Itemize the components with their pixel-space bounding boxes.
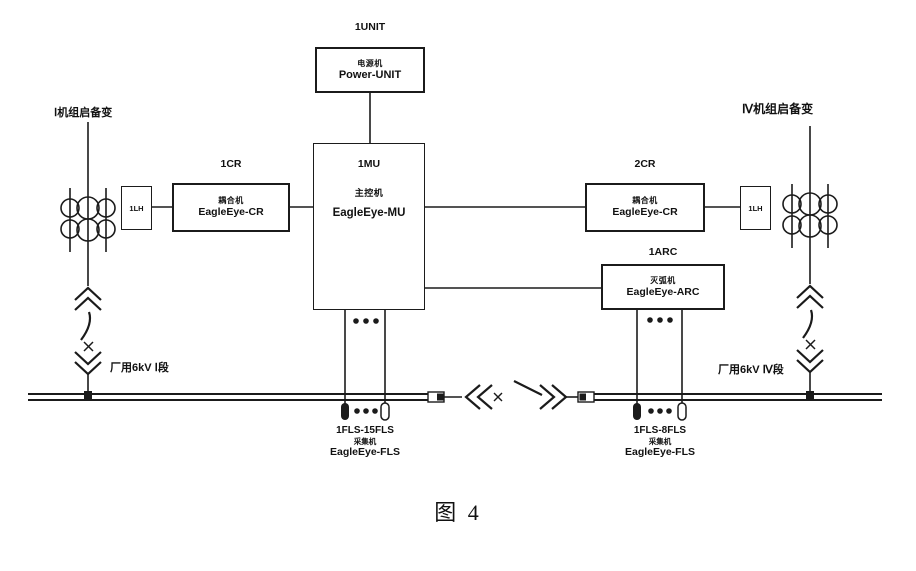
fls-left-range: 1FLS-15FLS [336,425,394,436]
main-unit-name-cn: 主控机 [354,188,384,198]
figure-caption: 图 4 [434,500,482,525]
fls-left-name-cn: 采集机 [353,437,377,446]
left-breaker-symbol [74,286,102,376]
ct-right-box: 1LH [740,186,771,230]
fls-right-bottom-dots [648,408,672,414]
coupler2-name-cn: 耦合机 [632,196,658,205]
fls-left-bottom-dots [354,408,378,414]
fls-right-name-cn: 采集机 [648,437,672,446]
coupler1-box: 耦合机 EagleEye-CR [172,183,290,232]
power-unit-box: 电源机 Power-UNIT [315,47,425,93]
coupler1-tag: 1CR [220,158,242,170]
arc-unit-model: EagleEye-ARC [626,285,700,298]
fls-left-sensor-b [380,402,390,421]
power-unit-model: Power-UNIT [338,68,402,81]
coupler1-name-cn: 耦合机 [218,196,244,205]
arc-unit-tag: 1ARC [648,246,678,258]
fls-right-top-dots [647,317,673,323]
connector-lines [152,93,740,289]
bus-tie-open-blade [513,380,543,396]
left-breaker-x-mark [83,341,94,352]
power-unit-tag: 1UNIT [354,21,386,33]
ct-right-tag: 1LH [748,203,763,213]
fls-right-sensor-b [677,402,687,421]
bus-section-left [28,391,462,403]
fls-right-label: 1FLS-8FLS 采集机 EagleEye-FLS [610,425,710,459]
left-feeder-line [84,122,92,399]
power-unit-name-cn: 电源机 [357,58,383,68]
bus-section-right [566,391,882,403]
fls-left-label: 1FLS-15FLS 采集机 EagleEye-FLS [315,425,415,459]
arc-unit-name-cn: 灭弧机 [650,275,676,285]
fls-left-top-dots [353,318,379,324]
ct-left-tag: 1LH [129,203,144,213]
left-feeder-label: Ⅰ机组启备变 [54,107,113,119]
right-bus-label: 厂用6kV Ⅳ段 [718,364,784,376]
left-bus-label: 厂用6kV Ⅰ段 [110,362,169,374]
right-feeder-label: Ⅳ机组启备变 [742,102,814,116]
coupler2-model: EagleEye-CR [612,206,678,218]
fls-right-model: EagleEye-FLS [624,446,696,458]
coupler2-box: 耦合机 EagleEye-CR [585,183,705,232]
coupler2-tag: 2CR [634,158,656,170]
right-breaker-x-mark [805,339,816,350]
main-unit-tag: 1MU [357,158,381,170]
fls-right-range: 1FLS-8FLS [633,425,687,436]
fls-left-drops [341,310,390,421]
main-unit-box: 1MU 主控机 EagleEye-MU [313,143,425,310]
fls-right-drops [633,310,687,421]
right-breaker-symbol [796,284,824,374]
fls-left-sensor-a [341,403,349,420]
bus-tie-x-mark [493,392,503,402]
coupler1-model: EagleEye-CR [198,206,264,218]
left-ct-group [60,188,116,252]
arc-unit-box: 灭弧机 EagleEye-ARC [601,264,725,310]
fls-left-model: EagleEye-FLS [329,446,401,458]
ct-left-box: 1LH [121,186,152,230]
main-unit-model: EagleEye-MU [332,207,406,219]
fls-right-sensor-a [633,403,641,420]
bus-tie-symbol [464,380,568,410]
right-ct-group [782,184,838,248]
